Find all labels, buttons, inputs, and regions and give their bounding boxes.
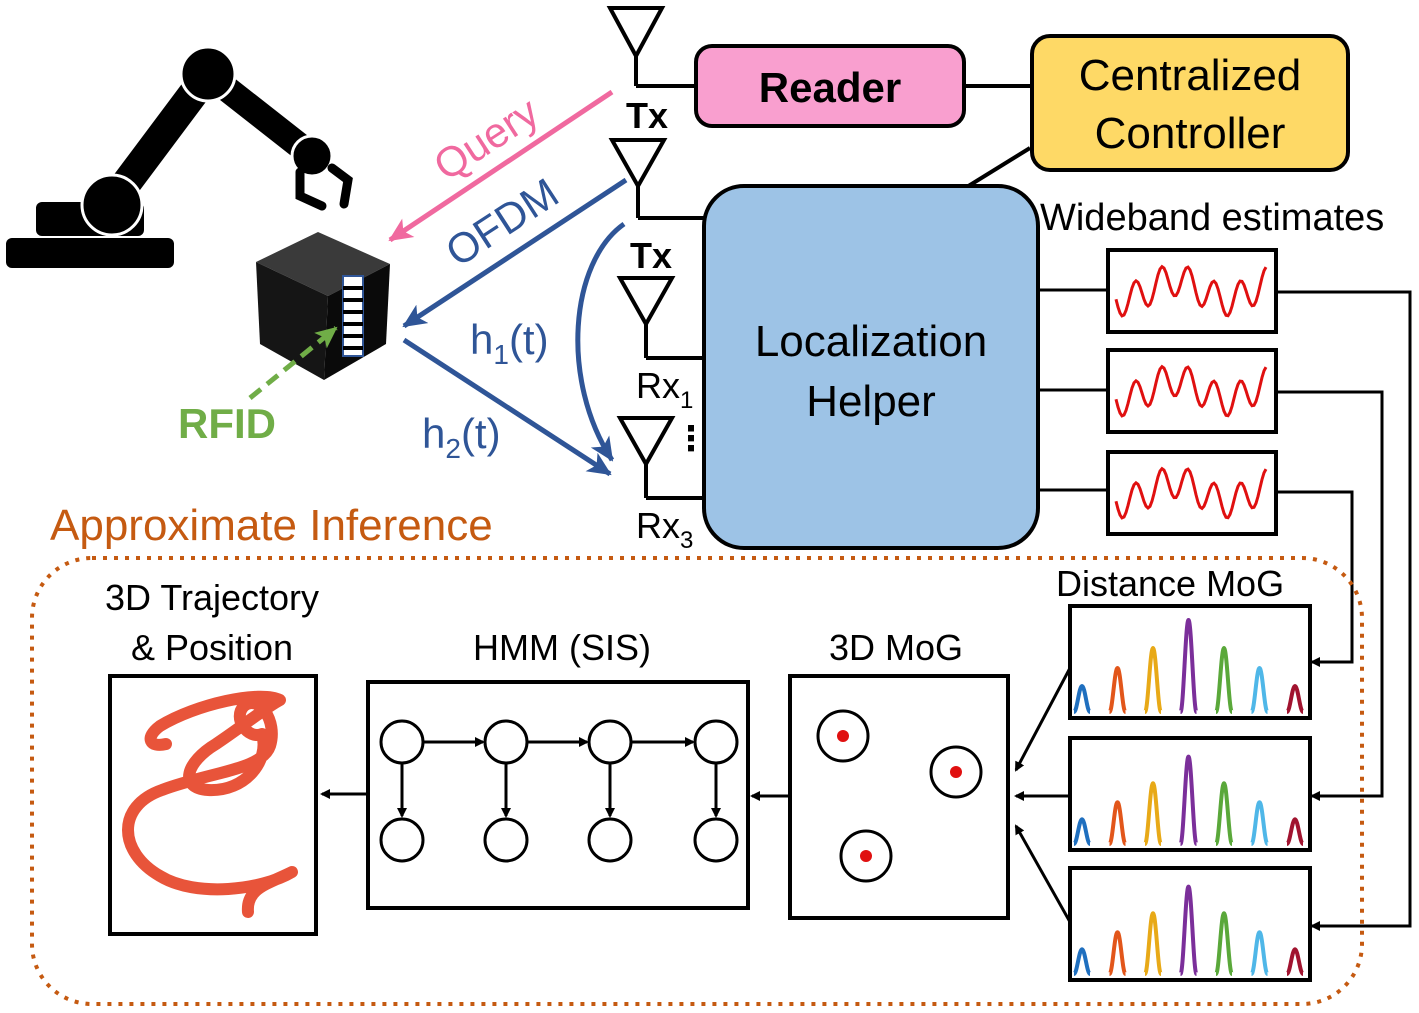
rx1-label: Rx1 (636, 365, 693, 414)
wideband-label: Wideband estimates (1040, 197, 1384, 239)
wideband-signal (1114, 264, 1268, 318)
hmm-label: HMM (SIS) (473, 627, 651, 668)
wave-mog-link-3 (1276, 490, 1354, 667)
h1-label: h1(t) (470, 316, 549, 370)
3d-mog-component-1 (816, 709, 870, 763)
mog-peak (1214, 911, 1234, 976)
controller-label-1: Centralized (1079, 51, 1302, 100)
controller-helper-link (960, 146, 1032, 192)
hmm-observation (693, 817, 739, 863)
tx-label-helper: Tx (630, 235, 672, 276)
helper-label-1: Localization (755, 317, 987, 366)
hmm-hidden-state (693, 719, 739, 765)
hmm-block (366, 680, 750, 910)
wideband-estimate-1 (1106, 248, 1278, 334)
wideband-signal (1114, 364, 1268, 418)
tx-antenna-reader-icon (606, 6, 696, 88)
rfid-label: RFID (178, 400, 276, 447)
hmm-observation (587, 817, 633, 863)
rfid-tag-icon (342, 275, 364, 357)
wideband-signal (1114, 466, 1268, 520)
trajectory-path (122, 690, 298, 918)
mog-peak (1249, 800, 1270, 846)
controller-block (1030, 34, 1350, 172)
ofdm-arrow (402, 177, 628, 329)
query-arrow (388, 89, 614, 243)
3d-mog-component-2 (929, 745, 983, 799)
tx-label-reader: Tx (626, 95, 668, 136)
wideband-box (1106, 450, 1278, 536)
mog-peak (1285, 817, 1305, 846)
mog-peak (1214, 645, 1234, 714)
mog-peak (1178, 754, 1199, 846)
tagged-cube-icon (256, 232, 390, 380)
distance-mog-3 (1068, 866, 1312, 982)
wideband-box (1106, 248, 1278, 334)
hmm-hidden-state (483, 719, 529, 765)
hmm-observation (379, 817, 425, 863)
3d-mog-component-3 (839, 829, 893, 883)
rx3-label: Rx3 (636, 505, 693, 554)
mog-peak (1072, 947, 1092, 976)
mog-peak (1249, 930, 1270, 976)
trajectory-label-2: & Position (131, 627, 293, 668)
h1-arrow (575, 221, 626, 462)
hmm-hidden-state (379, 719, 425, 765)
mog-peak (1107, 800, 1128, 846)
trajectory-label-1: 3D Trajectory (105, 577, 319, 618)
tx-antenna-helper-icon (608, 138, 706, 220)
distance-mog-2 (1068, 736, 1312, 852)
mog-peak (1249, 665, 1270, 714)
mog-peak (1214, 781, 1234, 846)
wideband-box (1106, 348, 1278, 434)
approximate-inference-label: Approximate Inference (50, 501, 493, 550)
distance-mog-1 (1068, 604, 1312, 720)
mog-peak (1143, 911, 1163, 976)
mog-peak (1285, 683, 1305, 714)
h2-arrow (402, 337, 612, 477)
mog-peak (1143, 781, 1163, 846)
mog-peak (1143, 645, 1163, 714)
wideband-estimate-3 (1106, 450, 1278, 536)
rx3-antenna-icon (616, 416, 706, 500)
distance-mog-box (1068, 736, 1312, 852)
wave-mog-link-2 (1276, 390, 1384, 801)
hmm-graph (379, 719, 739, 863)
approximate-inference-region (30, 556, 1364, 1006)
reader-label: Reader (759, 64, 901, 111)
wave-mog-link-1 (1276, 290, 1412, 931)
localization-helper-block (702, 184, 1040, 550)
rx1-antenna-icon (616, 276, 706, 360)
controller-label-2: Controller (1095, 109, 1286, 158)
mog-peak (1178, 617, 1199, 714)
mog-peak (1072, 683, 1092, 714)
3d-mog-block (788, 674, 1010, 920)
mog-peak (1107, 665, 1128, 714)
h2-label: h2(t) (422, 410, 501, 464)
rfid-arrow (248, 326, 338, 400)
mog-peak (1178, 884, 1199, 976)
distance-mog-label: Distance MoG (1056, 563, 1284, 604)
mog-peak (1072, 817, 1092, 846)
mog-peak (1285, 947, 1305, 976)
distance-mog-box (1068, 866, 1312, 982)
mog-3d-link-3 (1014, 824, 1072, 923)
helper-label-2: Helper (806, 377, 936, 426)
hmm-hidden-state (587, 719, 633, 765)
hmm-observation (483, 817, 529, 863)
mog-3d-link-1 (1014, 667, 1072, 772)
wideband-estimate-2 (1106, 348, 1278, 434)
3d-mog-label: 3D MoG (829, 627, 963, 668)
robot-arm-icon (6, 45, 353, 268)
mog-peak (1107, 930, 1128, 976)
